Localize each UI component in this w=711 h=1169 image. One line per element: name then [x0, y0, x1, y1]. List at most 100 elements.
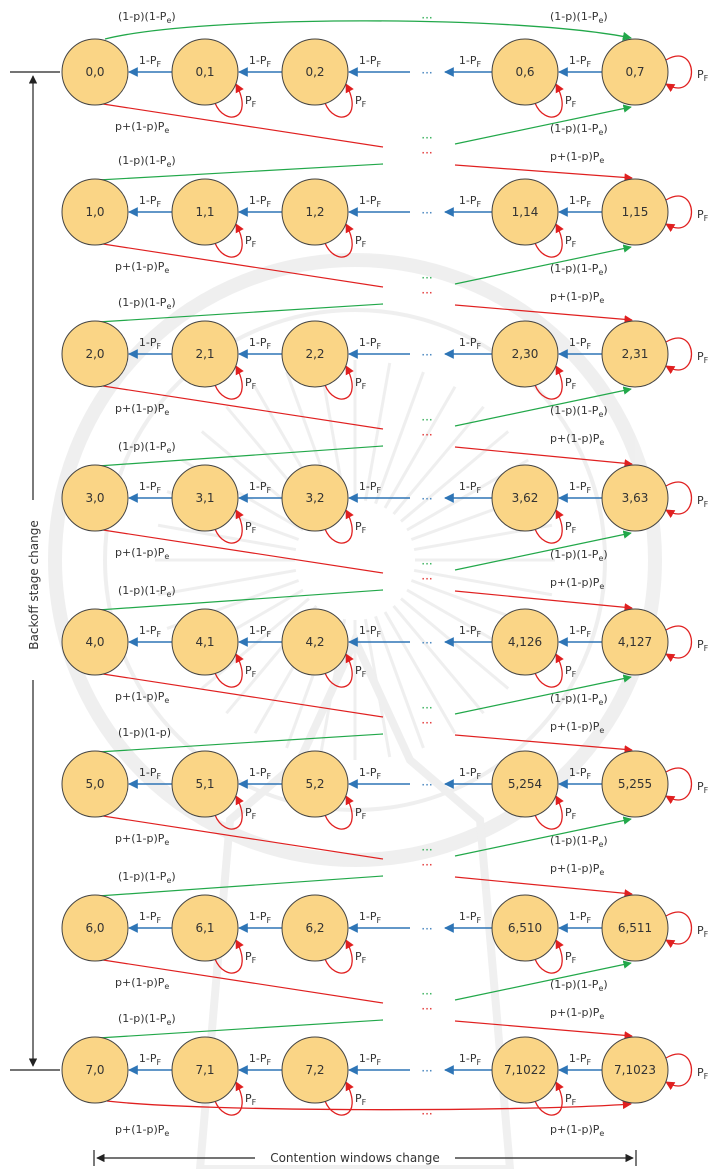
ellipsis-dots: ···: [421, 146, 432, 160]
seal-ray: [392, 604, 485, 715]
success-arrow: [454, 816, 632, 857]
freeze-label: 1-PF: [459, 480, 482, 495]
state-label: 0,6: [515, 65, 534, 79]
ellipsis-dots: ···: [421, 271, 432, 285]
state-circle: [171, 38, 239, 106]
state-node: 1,1: [171, 178, 239, 246]
freeze-label: 1-PF: [249, 624, 272, 639]
state-circle: [601, 38, 669, 106]
seal-ray: [399, 597, 510, 690]
self-loop-label: PF: [565, 664, 577, 679]
ellipsis-dots: ···: [421, 206, 432, 220]
state-label: 7,1: [195, 1063, 214, 1077]
state-label: 2,2: [305, 347, 324, 361]
state-node: 1,2: [281, 178, 349, 246]
success-label: (1-p)(1-Pe): [550, 10, 608, 25]
self-loop: [324, 509, 354, 544]
freeze-label: 1-PF: [569, 1052, 592, 1067]
success-label: (1-p)(1-p): [118, 726, 171, 739]
success-label: (1-p)(1-Pe): [550, 262, 608, 277]
freeze-label: 1-PF: [249, 480, 272, 495]
success-arrow: [104, 20, 632, 41]
ellipsis-dots: ···: [421, 348, 432, 362]
success-label: (1-p)(1-Pe): [118, 10, 176, 25]
self-loop: [534, 509, 564, 544]
self-loop-label: PF: [355, 806, 367, 821]
failure-label: p+(1-p)Pe: [550, 1006, 604, 1021]
ellipsis-dots: ···: [421, 778, 432, 792]
state-node: 4,126: [491, 608, 559, 676]
self-loop-label: PF: [245, 234, 257, 249]
state-node: 7,1023: [601, 1036, 669, 1104]
state-label: 4,127: [618, 635, 652, 649]
labels-layer: 1-PF 1-PF 1-PF 1-PF 1-PF ··· PF PF PF PF 1-PF 1-PF 1…: [115, 10, 709, 1138]
success-label: (1-p)(1-Pe): [550, 978, 608, 993]
self-loop-label: PF: [697, 494, 709, 509]
success-arrow: [97, 163, 384, 181]
self-loop-label: PF: [355, 94, 367, 109]
ellipsis-dots: ···: [421, 701, 432, 715]
failure-arrow: [106, 1100, 632, 1111]
seal-ray: [200, 597, 311, 690]
state-label: 0,2: [305, 65, 324, 79]
state-label: 2,31: [622, 347, 649, 361]
self-loop: [324, 223, 354, 258]
self-loop-label: PF: [565, 376, 577, 391]
seal-ring: [48, 253, 662, 867]
self-loop-label: PF: [697, 638, 709, 653]
freeze-label: 1-PF: [139, 766, 162, 781]
state-label: 6,2: [305, 921, 324, 935]
state-node: 3,63: [601, 464, 669, 532]
state-circle: [601, 750, 669, 818]
state-node: 0,7: [601, 38, 669, 106]
state-label: 5,0: [85, 777, 104, 791]
self-loop-label: PF: [697, 1066, 709, 1081]
self-loop-label: PF: [697, 350, 709, 365]
state-node: 0,2: [281, 38, 349, 106]
state-label: 5,255: [618, 777, 652, 791]
ellipsis-dots: ···: [421, 492, 432, 506]
state-circle: [491, 608, 559, 676]
state-node: 2,30: [491, 320, 559, 388]
success-arrow: [454, 244, 632, 285]
state-circle: [61, 608, 129, 676]
failure-label: p+(1-p)Pe: [550, 150, 604, 165]
failure-label: p+(1-p)Pe: [115, 546, 169, 561]
freeze-label: 1-PF: [139, 336, 162, 351]
state-label: 1,14: [512, 205, 539, 219]
self-loop: [324, 365, 354, 400]
self-loop-label: PF: [245, 664, 257, 679]
state-node: 6,2: [281, 894, 349, 962]
freeze-label: 1-PF: [249, 910, 272, 925]
state-circle: [61, 750, 129, 818]
self-loop: [534, 365, 564, 400]
freeze-label: 1-PF: [139, 910, 162, 925]
self-loop: [665, 55, 693, 93]
state-node: 2,2: [281, 320, 349, 388]
ellipsis-dots: ···: [421, 922, 432, 936]
ellipsis-dots: ···: [421, 1107, 432, 1121]
self-loop: [665, 767, 693, 805]
self-loop-label: PF: [565, 234, 577, 249]
self-loop: [665, 481, 693, 519]
state-label: 0,7: [625, 65, 644, 79]
self-loop-label: PF: [355, 1092, 367, 1107]
state-label: 1,2: [305, 205, 324, 219]
state-circle: [61, 1036, 129, 1104]
state-node: 4,0: [61, 608, 129, 676]
state-circle: [171, 750, 239, 818]
self-loop: [324, 939, 354, 974]
self-loop: [534, 1081, 564, 1116]
freeze-label: 1-PF: [569, 766, 592, 781]
self-loop: [324, 795, 354, 830]
state-node: 7,0: [61, 1036, 129, 1104]
state-node: 1,15: [601, 178, 669, 246]
self-loop: [665, 337, 693, 375]
state-node: 0,1: [171, 38, 239, 106]
state-label: 3,62: [512, 491, 539, 505]
self-loop-label: PF: [697, 924, 709, 939]
failure-label: p+(1-p)Pe: [115, 976, 169, 991]
state-node: 7,1: [171, 1036, 239, 1104]
